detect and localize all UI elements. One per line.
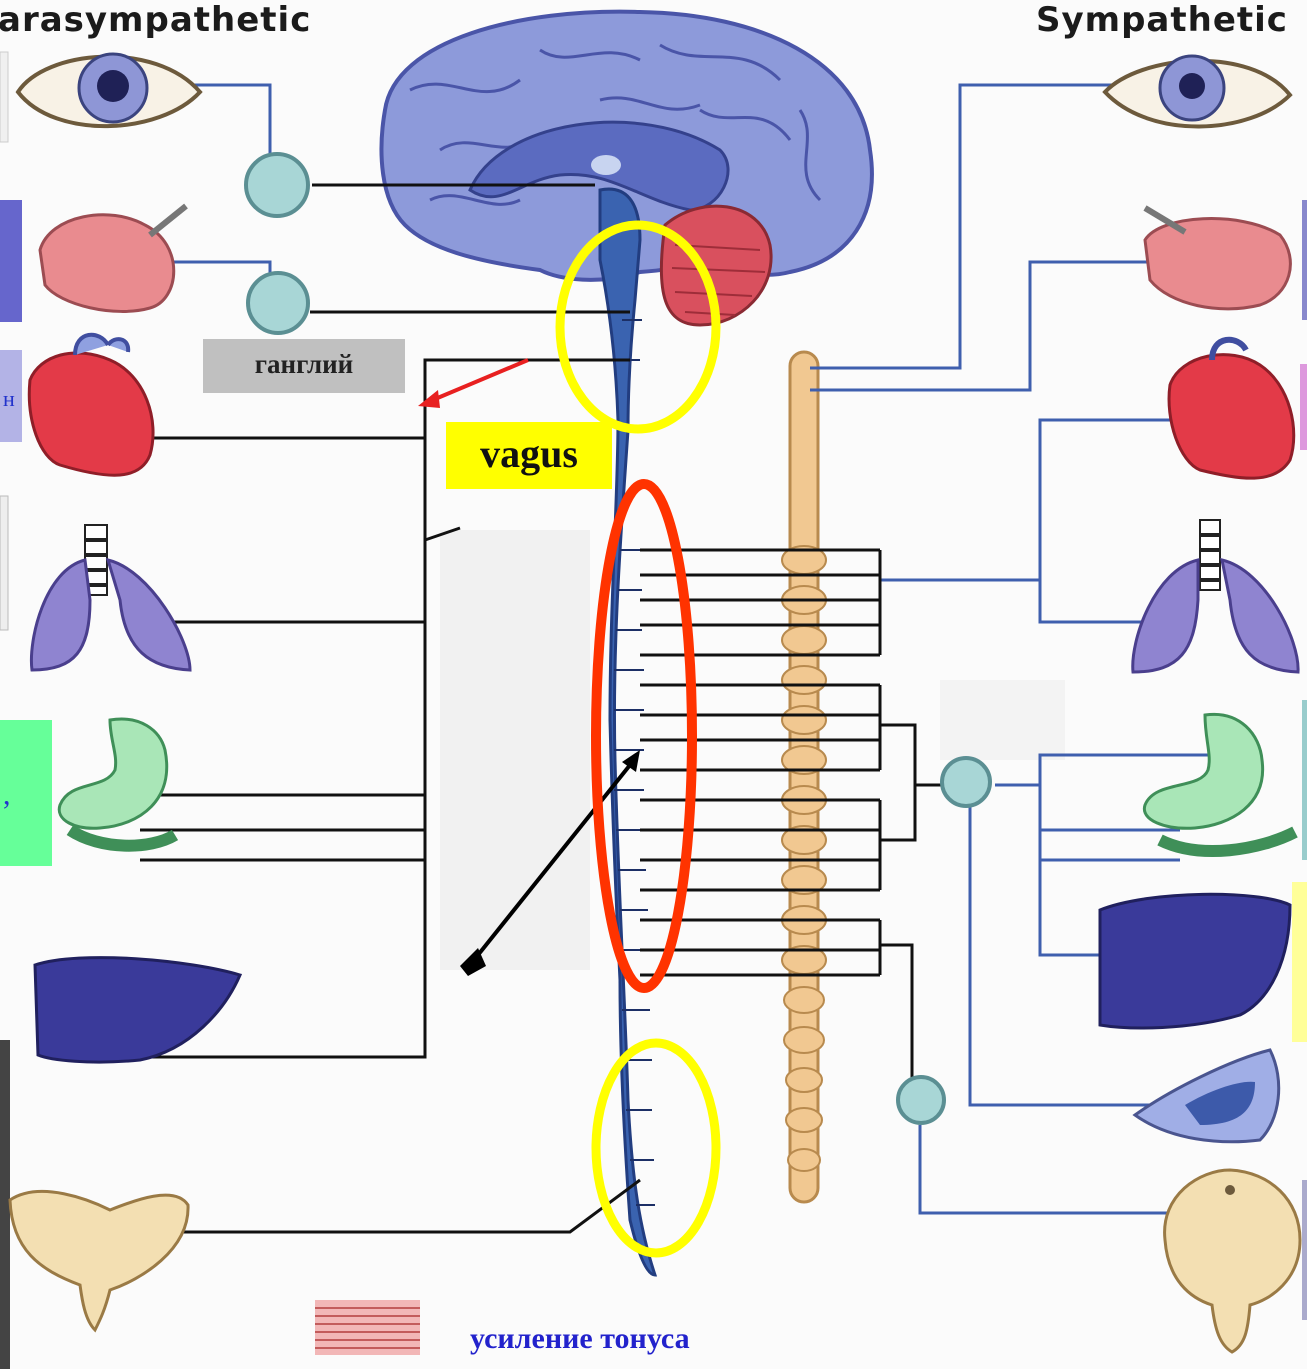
vagus-label: vagus bbox=[446, 430, 612, 477]
ganglion-label: ганглий bbox=[203, 349, 405, 380]
right-box-gland bbox=[1302, 200, 1307, 320]
stomach-left-fragment: , bbox=[3, 778, 11, 812]
heart-left-fragment: н bbox=[3, 386, 15, 412]
left-box-gland bbox=[0, 200, 22, 322]
tone-increase-label: усиление тонуса bbox=[470, 1322, 690, 1356]
right-box-liver bbox=[1292, 882, 1307, 1042]
muscle-tissue-icon bbox=[315, 1300, 420, 1355]
sympathetic-chain-icon bbox=[782, 352, 826, 1202]
left-box-lung bbox=[0, 496, 8, 630]
left-box-eye bbox=[0, 52, 8, 142]
parasympathetic-header: arasympathetic bbox=[0, 0, 311, 40]
sympathetic-header: Sympathetic bbox=[1036, 0, 1288, 40]
left-box-bladder bbox=[0, 1040, 10, 1369]
right-box-stomach bbox=[1302, 700, 1307, 860]
right-box-heart bbox=[1300, 364, 1307, 450]
right-box-bladder bbox=[1302, 1180, 1307, 1320]
